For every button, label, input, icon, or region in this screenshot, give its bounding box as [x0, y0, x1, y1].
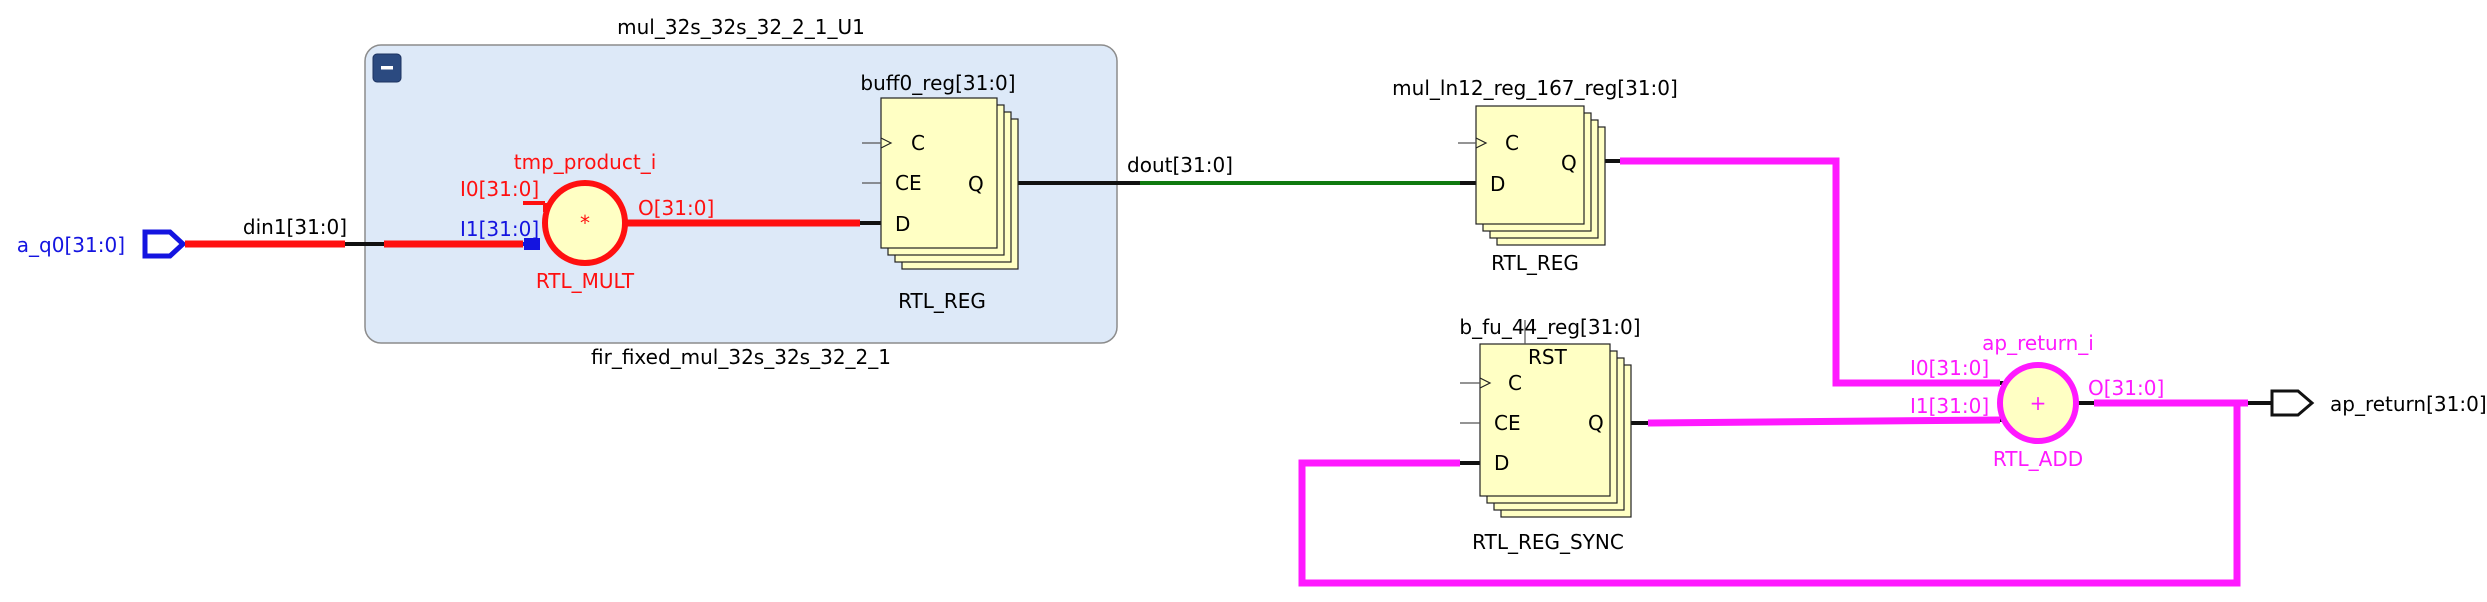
input-port-icon [142, 229, 187, 259]
breg-pin-d: D [1494, 451, 1509, 475]
minus-icon [381, 66, 393, 70]
add-pin-i0: I0[31:0] [1910, 356, 1989, 380]
mult-instance-name: tmp_product_i [514, 150, 657, 174]
add-pin-i1: I1[31:0] [1910, 394, 1989, 418]
rtl-add-ap-return[interactable]: + ap_return_i RTL_ADD I0[31:0] I1[31:0] … [1910, 331, 2164, 471]
hierarchy-module-name: fir_fixed_mul_32s_32s_32_2_1 [591, 345, 891, 369]
buff0-pin-c: C [911, 131, 925, 155]
input-port-a-q0[interactable]: a_q0[31:0] [17, 229, 187, 259]
mult-type: RTL_MULT [536, 269, 635, 293]
wire-mulreg-to-adder[interactable] [1602, 157, 2018, 387]
mulreg-type: RTL_REG [1491, 251, 1579, 275]
mulreg-instance-name: mul_ln12_reg_167_reg[31:0] [1392, 76, 1678, 100]
add-type: RTL_ADD [1993, 447, 2083, 471]
mulreg-pin-q: Q [1561, 151, 1577, 175]
breg-instance-name: b_fu_44_reg[31:0] [1459, 315, 1640, 339]
buff0-pin-d: D [895, 212, 910, 236]
mult-symbol: * [580, 211, 590, 235]
register-buff0[interactable]: C CE D Q buff0_reg[31:0] RTL_REG [860, 71, 1019, 313]
collapse-button[interactable] [372, 53, 402, 83]
mult-pin-i1: I1[31:0] [460, 217, 539, 241]
wire-breg-to-adder[interactable] [1630, 416, 2018, 427]
add-instance-name: ap_return_i [1982, 331, 2094, 355]
output-port-ap-return[interactable]: ap_return[31:0] [2270, 389, 2487, 417]
mult-pin-o: O[31:0] [638, 196, 714, 220]
register-mul-ln12[interactable]: C D Q mul_ln12_reg_167_reg[31:0] RTL_REG [1392, 76, 1678, 275]
i1-pin-marker [524, 238, 540, 250]
buff0-instance-name: buff0_reg[31:0] [860, 71, 1015, 95]
rtl-mult-tmp-product[interactable]: * tmp_product_i RTL_MULT I0[31:0] I1[31:… [460, 150, 714, 293]
breg-type: RTL_REG_SYNC [1472, 530, 1624, 554]
add-symbol: + [2030, 391, 2047, 415]
breg-pin-c: C [1508, 371, 1522, 395]
buff0-type: RTL_REG [898, 289, 986, 313]
mulreg-pin-c: C [1505, 131, 1519, 155]
input-port-label: a_q0[31:0] [17, 233, 125, 257]
breg-pin-q: Q [1588, 411, 1604, 435]
breg-pin-ce: CE [1494, 411, 1521, 435]
mulreg-pin-d: D [1490, 172, 1505, 196]
clock-triangle-icon [1475, 137, 1488, 149]
net-label-dout: dout[31:0] [1127, 153, 1233, 177]
breg-pin-rst: RST [1528, 345, 1568, 369]
net-label-din1: din1[31:0] [243, 215, 347, 239]
add-pin-o: O[31:0] [2088, 376, 2164, 400]
wire-feedback[interactable] [1298, 403, 2241, 587]
output-port-label: ap_return[31:0] [2330, 392, 2487, 416]
register-b-fu-44[interactable]: RST C CE D Q b_fu_44_reg[31:0] RTL_REG_S… [1459, 315, 1640, 554]
buff0-pin-q: Q [968, 172, 984, 196]
output-port-icon [2270, 389, 2315, 417]
clock-triangle-icon [1479, 377, 1492, 389]
buff0-pin-ce: CE [895, 171, 922, 195]
mult-pin-i0: I0[31:0] [460, 177, 539, 201]
hierarchy-instance-name: mul_32s_32s_32_2_1_U1 [617, 15, 865, 39]
clock-triangle-icon [880, 137, 893, 149]
